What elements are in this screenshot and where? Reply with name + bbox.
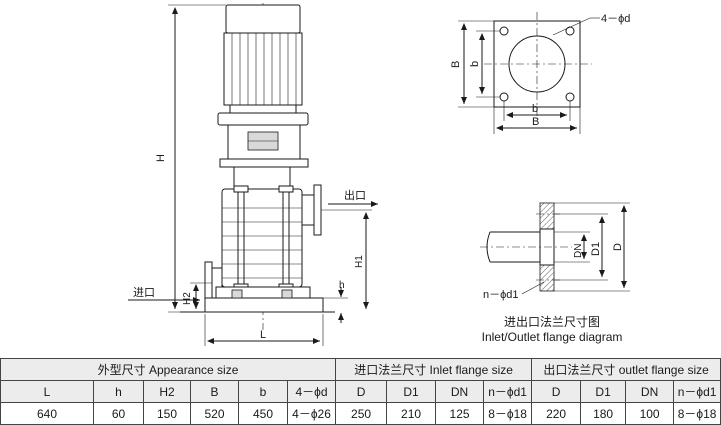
- table-cell: 8－ϕ18: [483, 402, 533, 425]
- column-header: b: [238, 380, 288, 403]
- flange-title-en: Inlet/Outlet flange diagram: [482, 330, 623, 344]
- dim-h-label: h: [339, 280, 345, 291]
- table-cell: 180: [580, 402, 627, 425]
- pump-drawing: 出口 进口 H H2 H1 h L B b b B 4－ϕd: [128, 3, 630, 346]
- column-header: n－ϕd1: [483, 380, 533, 403]
- group-header-inlet: 进口法兰尺寸 Inlet flange size: [335, 358, 533, 381]
- dim-B-side-label: B: [450, 61, 462, 68]
- column-header: n－ϕd1: [673, 380, 721, 403]
- group-header-appearance: 外型尺寸 Appearance size: [0, 358, 337, 381]
- outlet-pipe: [301, 184, 322, 236]
- column-header: 4－ϕd: [286, 380, 337, 403]
- dim-b-side-label: b: [469, 61, 481, 67]
- outlet-label: 出口: [344, 188, 366, 202]
- dim-H-label: H: [155, 154, 167, 162]
- mount-hole-label: 4－ϕd: [601, 13, 630, 25]
- flange-title-cn: 进出口法兰尺寸图: [504, 315, 600, 329]
- table-group-header-row: 外型尺寸 Appearance size 进口法兰尺寸 Inlet flange…: [0, 358, 721, 381]
- column-header: D: [335, 380, 388, 403]
- table-cell: 8－ϕ18: [673, 402, 721, 425]
- pump-base: [215, 286, 311, 299]
- column-header: H2: [143, 380, 191, 403]
- table-cell: 220: [531, 402, 582, 425]
- dim-D-label: D: [612, 243, 624, 251]
- motor-body: [223, 32, 303, 106]
- column-header: D1: [580, 380, 627, 403]
- column-header: DN: [625, 380, 675, 403]
- inlet-label: 进口: [133, 286, 155, 299]
- table-row: 640 60 150 520 450 4－ϕ26 250 210 125 8－ϕ…: [0, 402, 721, 425]
- column-header: DN: [435, 380, 485, 403]
- table-cell: 125: [435, 402, 485, 425]
- dim-B-top-label: B: [532, 116, 539, 128]
- base-plate: [204, 297, 324, 313]
- table-cell: 60: [93, 402, 144, 425]
- table-cell: 520: [190, 402, 239, 425]
- dim-DN-label: DN: [573, 244, 584, 258]
- group-header-outlet: 出口法兰尺寸 outlet flange size: [531, 358, 721, 381]
- column-header: h: [93, 380, 144, 403]
- table-cell: 210: [386, 402, 437, 425]
- motor-fan-cover: [225, 4, 301, 34]
- base-top-view: [458, 12, 600, 134]
- spec-table: 外型尺寸 Appearance size 进口法兰尺寸 Inlet flange…: [0, 358, 721, 425]
- pump-stage-body: [221, 188, 303, 288]
- flange-detail: [480, 202, 630, 295]
- dim-b-top-label: b: [532, 103, 538, 115]
- table-cell: 640: [0, 402, 94, 425]
- column-header: D1: [386, 380, 437, 403]
- pump-front-view: [128, 3, 378, 346]
- table-cell: 4－ϕ26: [286, 402, 337, 425]
- column-header: D: [531, 380, 582, 403]
- dim-H2-label: H2: [182, 292, 193, 305]
- table-cell: 100: [625, 402, 675, 425]
- dim-L-label: L: [260, 329, 266, 341]
- table-cell: 150: [143, 402, 191, 425]
- table-cell: 250: [335, 402, 388, 425]
- table-column-header-row: L h H2 B b 4－ϕd D D1 DN n－ϕd1 D D1 DN n－…: [0, 380, 721, 403]
- column-header: L: [0, 380, 94, 403]
- table-cell: 450: [238, 402, 288, 425]
- dim-D1-label: D1: [590, 242, 602, 256]
- dim-H1-label: H1: [354, 255, 365, 268]
- column-header: B: [190, 380, 239, 403]
- bolt-hole-label: n－ϕd1: [483, 289, 519, 301]
